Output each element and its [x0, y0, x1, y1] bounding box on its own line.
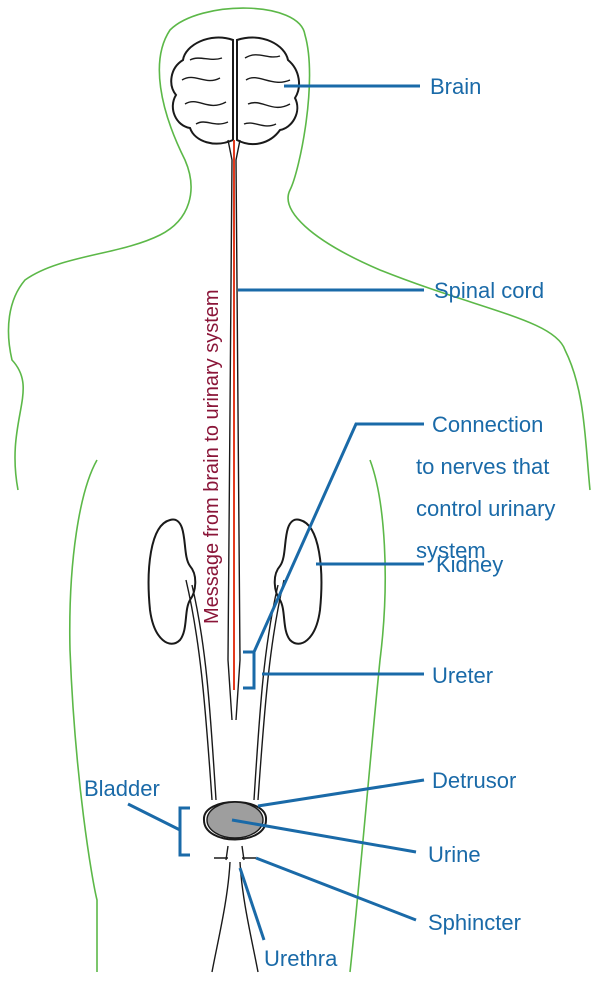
label-detrusor: Detrusor	[432, 768, 516, 793]
label-urine: Urine	[428, 842, 481, 867]
connection-bracket	[243, 652, 254, 688]
right-kidney	[275, 519, 322, 643]
leader-urethra	[240, 868, 264, 940]
urethra	[212, 846, 258, 972]
spinal-cord-right-edge	[236, 140, 240, 720]
label-bladder: Bladder	[84, 776, 160, 801]
leader-bladder	[128, 804, 180, 830]
label-kidney: Kidney	[436, 552, 503, 577]
leader-urine	[232, 820, 416, 852]
label-brain: Brain	[430, 74, 481, 99]
label-message-brain-to-urinary: Message from brain to urinary system	[201, 289, 223, 624]
body-outline-upper	[8, 8, 590, 972]
leader-sphincter	[256, 858, 416, 920]
leader-lines	[128, 86, 424, 940]
label-spinal-cord: Spinal cord	[434, 278, 544, 303]
label-urethra: Urethra	[264, 946, 338, 971]
left-kidney	[149, 519, 196, 643]
bladder-bracket	[180, 808, 190, 855]
body-outline	[8, 8, 590, 972]
label-connection-3: control urinary	[416, 496, 555, 521]
brain-right-hemisphere	[237, 38, 299, 145]
brain-illustration	[171, 38, 299, 145]
label-connection-2: to nerves that	[416, 454, 549, 479]
brain-left-hemisphere	[171, 38, 233, 144]
spinal-cord	[228, 140, 240, 720]
label-ureter: Ureter	[432, 663, 493, 688]
label-connection-1: Connection	[432, 412, 543, 437]
label-sphincter: Sphincter	[428, 910, 521, 935]
leader-connection	[254, 424, 424, 652]
spinal-cord-left-edge	[228, 140, 232, 720]
leader-detrusor	[258, 780, 424, 806]
